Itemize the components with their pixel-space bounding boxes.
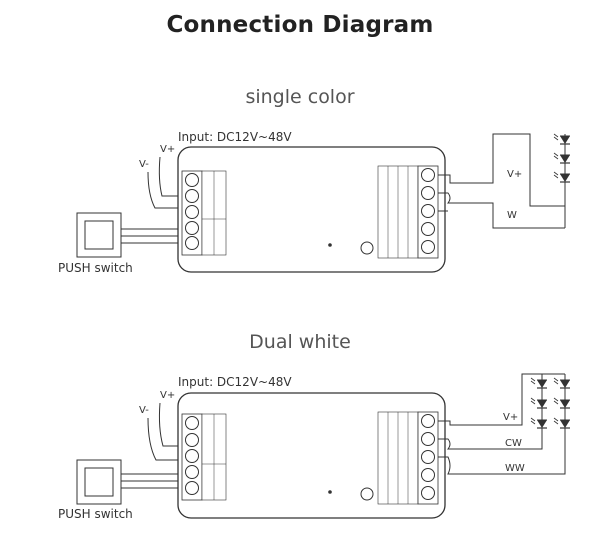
output-label-w: W: [507, 210, 517, 221]
status-led-icon: [328, 490, 332, 494]
section-title-single-color: single color: [245, 86, 355, 108]
output-label-cw: CW: [505, 438, 522, 449]
v-minus-label: V-: [139, 405, 149, 416]
led-icon: [553, 417, 571, 429]
single-color-diagram: Input: DC12V~48V V+ V- PUSH switch: [58, 130, 571, 275]
dual-white-diagram: Input: DC12V~48V V+ V- PUSH switch: [58, 373, 571, 521]
v-minus-wire: [147, 171, 184, 209]
page-title: Connection Diagram: [166, 12, 434, 38]
led-icon: [553, 397, 571, 409]
led-icon: [530, 417, 548, 429]
push-switch-label: PUSH switch: [58, 507, 133, 521]
v-plus-wire: [158, 402, 184, 447]
led-icon: [553, 377, 571, 389]
status-led-icon: [328, 243, 332, 247]
output-label-v-plus: V+: [507, 169, 522, 180]
output-terminal-block: [377, 411, 439, 505]
set-button-icon: [360, 241, 374, 255]
push-switch-label: PUSH switch: [58, 261, 133, 275]
led-icon: [553, 133, 571, 145]
push-switch-button: [84, 220, 114, 250]
input-terminal-block: [181, 170, 227, 256]
v-plus-label: V+: [160, 390, 175, 401]
push-switch-button: [84, 467, 114, 497]
set-button-icon: [360, 487, 374, 501]
v-plus-label: V+: [160, 144, 175, 155]
v-plus-wire: [158, 156, 184, 197]
led-icon: [553, 171, 571, 183]
output-label-ww: WW: [505, 463, 525, 474]
v-minus-label: V-: [139, 159, 149, 170]
output-wire-cw: [438, 390, 543, 450]
led-icon: [530, 377, 548, 389]
input-label: Input: DC12V~48V: [178, 375, 292, 389]
led-icon: [530, 397, 548, 409]
output-terminal-block: [377, 165, 439, 259]
output-label-v-plus: V+: [503, 412, 518, 423]
input-label: Input: DC12V~48V: [178, 130, 292, 144]
output-wire-ww: [438, 440, 566, 475]
input-terminal-block: [181, 413, 227, 501]
output-wire-w: [438, 192, 565, 229]
output-wire-v-plus: [438, 133, 565, 207]
v-minus-wire: [147, 417, 184, 461]
section-title-dual-white: Dual white: [249, 331, 351, 353]
led-icon: [553, 152, 571, 164]
